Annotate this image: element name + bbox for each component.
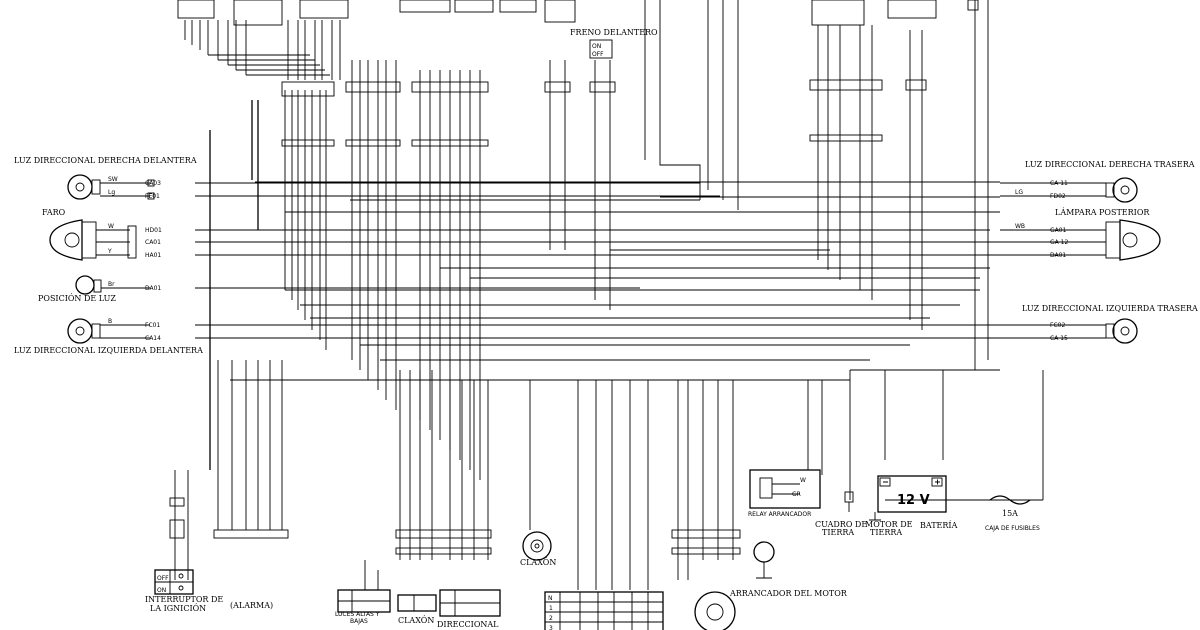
lamp-tail — [1000, 219, 1161, 261]
conn-ca14: CA14 — [145, 335, 161, 342]
lights-switch — [337, 560, 391, 613]
wire-gr: GR — [792, 491, 801, 498]
conn-ca11: CA 11 — [1050, 180, 1068, 187]
label-lights-1: LUCES ALTAS Y — [335, 611, 380, 618]
brake-off: OFF — [592, 51, 604, 58]
wire-lg: Lg — [108, 189, 115, 196]
lamp-rear-left — [1000, 318, 1138, 344]
label-ignition-1: INTERRUPTOR DE — [145, 595, 223, 604]
label-rear-left-signal: LUZ DIRECCIONAL IZQUIERDA TRASERA — [1022, 304, 1198, 313]
dir-1: 1 — [549, 605, 553, 612]
vertical-wires — [174, 0, 1044, 590]
lamp-rear-right — [1000, 177, 1138, 203]
label-frame-ground-1: CUADRO DE — [815, 520, 867, 529]
connector-strips-lower — [169, 497, 741, 555]
lamp-front-right — [67, 174, 155, 200]
conn-fe01: FE01 — [145, 193, 160, 200]
wire-lg-right: LG — [1015, 189, 1023, 196]
horn — [522, 531, 552, 561]
alarm-connector — [213, 529, 289, 539]
label-relay: RELAY ARRANCADOR — [748, 511, 811, 518]
battery — [877, 475, 947, 513]
lamp-headlight — [49, 219, 137, 261]
right-lamps — [1000, 177, 1161, 344]
conn-ga12: GA 12 — [1050, 239, 1068, 246]
starter-relay — [749, 469, 821, 509]
horn-switch — [397, 594, 437, 612]
label-rear-right-signal: LUZ DIRECCIONAL DERECHA TRASERA — [1025, 160, 1195, 169]
conn-ca15: CA 15 — [1050, 335, 1068, 342]
label-horn-switch: CLAXÓN — [398, 616, 434, 625]
dir-2: 2 — [549, 615, 553, 622]
label-tail-lamp: LÁMPARA POSTERIOR — [1055, 208, 1150, 217]
left-lamps — [49, 174, 155, 344]
label-lights-2: BAJAS — [350, 618, 368, 625]
conn-da01-rear: DA01 — [1050, 252, 1066, 259]
label-engine-ground-2: TIERRA — [870, 528, 902, 537]
lamp-position — [75, 275, 150, 295]
wire-w-relay: W — [800, 477, 806, 484]
ign-on: ON — [157, 587, 166, 594]
label-ignition-2: LA IGNICIÓN — [150, 604, 206, 613]
starter-motor — [694, 541, 775, 630]
lamp-front-left — [67, 318, 150, 344]
wire-y: Y — [107, 248, 112, 255]
label-starter: ARRANCADOR DEL MOTOR — [729, 589, 848, 598]
wire-sw: SW — [108, 176, 118, 183]
conn-fc02: FC02 — [1050, 322, 1065, 329]
label-front-right-signal: LUZ DIRECCIONAL DERECHA DELANTERA — [14, 156, 197, 165]
conn-fc01: FC01 — [145, 322, 160, 329]
ground-symbols — [844, 491, 881, 521]
label-fuse-box: CAJA DE FUSIBLES — [985, 525, 1040, 532]
wire-w: W — [108, 223, 114, 230]
label-front-left-signal: LUZ DIRECCIONAL IZQUIERDA DELANTERA — [14, 346, 203, 355]
label-horn: CLAXÓN — [520, 558, 556, 567]
wire-br: Br — [108, 281, 115, 288]
ign-off: OFF — [157, 575, 169, 582]
dir-3: 3 — [549, 625, 553, 630]
conn-ca01: CA01 — [145, 239, 161, 246]
fuse — [989, 495, 1031, 505]
top-connectors — [177, 0, 979, 147]
label-voltage: 12 V — [897, 493, 930, 508]
label-alarm: (ALARMA) — [230, 601, 273, 610]
label-battery: BATERÍA — [920, 521, 958, 530]
turn-signal-switch — [544, 591, 664, 630]
label-fuse-rating: 15A — [1002, 509, 1018, 518]
ignition-switch — [154, 519, 194, 595]
wire-wb: WB — [1015, 223, 1025, 230]
horizontal-wires — [195, 181, 1043, 501]
conn-ca03: CA03 — [145, 180, 161, 187]
dir-switch-box — [439, 589, 501, 617]
conn-fd02: FD02 — [1050, 193, 1066, 200]
brake-on: ON — [592, 43, 601, 50]
conn-ha01: HA01 — [145, 252, 161, 259]
label-front-brake: FRENO DELANTERO — [570, 28, 658, 37]
label-direccional: DIRECCIONAL — [437, 620, 499, 629]
label-engine-ground-1: MOTOR DE — [865, 520, 913, 529]
wire-b: B — [108, 318, 112, 325]
label-frame-ground-2: TIERRA — [822, 528, 854, 537]
label-headlight: FARO — [42, 208, 66, 217]
conn-da01: DA01 — [145, 285, 161, 292]
conn-hd01: HD01 — [145, 227, 162, 234]
dir-n: N — [548, 595, 553, 602]
label-position-light: POSICIÓN DE LUZ — [38, 294, 116, 303]
conn-ga01: GA01 — [1050, 227, 1067, 234]
